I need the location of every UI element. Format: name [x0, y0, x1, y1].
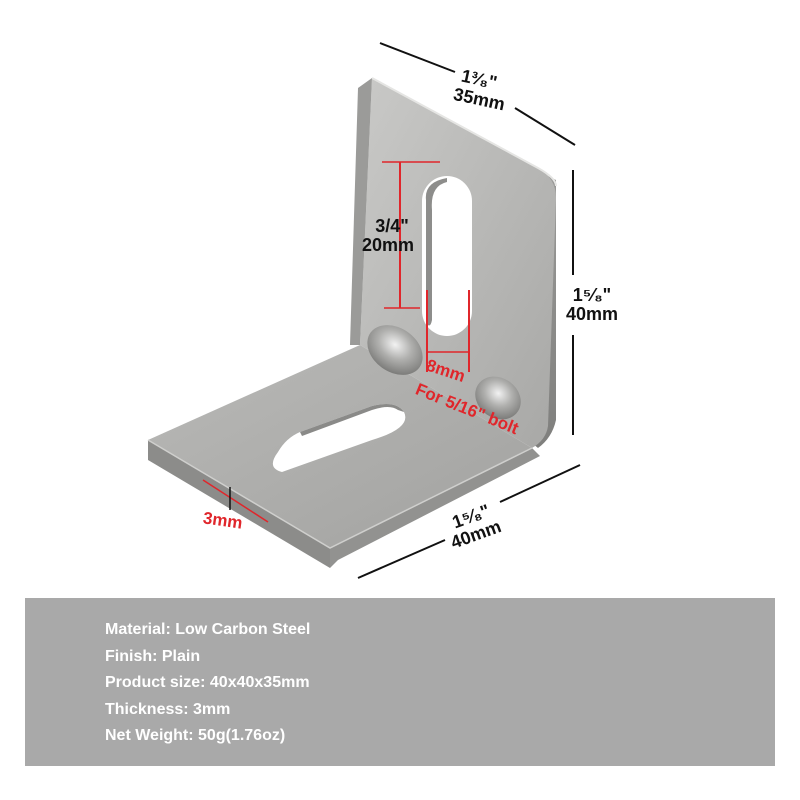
bracket-illustration: 1³⁄₈" 35mm 1⁵⁄₈" 40mm 1⁵⁄₈" 40mm 3/4" 20… [147, 42, 618, 579]
height-imperial-label: 1⁵⁄₈" [573, 285, 611, 305]
vertical-slot [422, 176, 472, 336]
spec-product-size: Product size: 40x40x35mm [105, 674, 310, 691]
dimension-height: 1⁵⁄₈" 40mm [566, 170, 618, 435]
top-width-metric-label: 35mm [452, 84, 507, 114]
foot-slot [272, 404, 406, 472]
spec-finish: Finish: Plain [105, 647, 201, 665]
thickness-label: 3mm [202, 508, 244, 532]
spec-net-weight: Net Weight: 50g(1.76oz) [105, 727, 286, 744]
weld-bead-right [475, 376, 521, 420]
spec-list: Material: Low Carbon Steel Finish: Plain… [105, 617, 310, 750]
slot-length-metric-label: 20mm [362, 235, 414, 255]
weld-bead-left [367, 325, 423, 375]
dimension-slot-length: 3/4" 20mm [362, 161, 440, 309]
spec-panel: Material: Low Carbon Steel Finish: Plain… [25, 598, 775, 766]
height-metric-label: 40mm [566, 304, 618, 324]
spec-material: Material: Low Carbon Steel [105, 621, 311, 638]
spec-thickness: Thickness: 3mm [105, 700, 231, 718]
slot-length-imperial-label: 3/4" [375, 216, 409, 236]
